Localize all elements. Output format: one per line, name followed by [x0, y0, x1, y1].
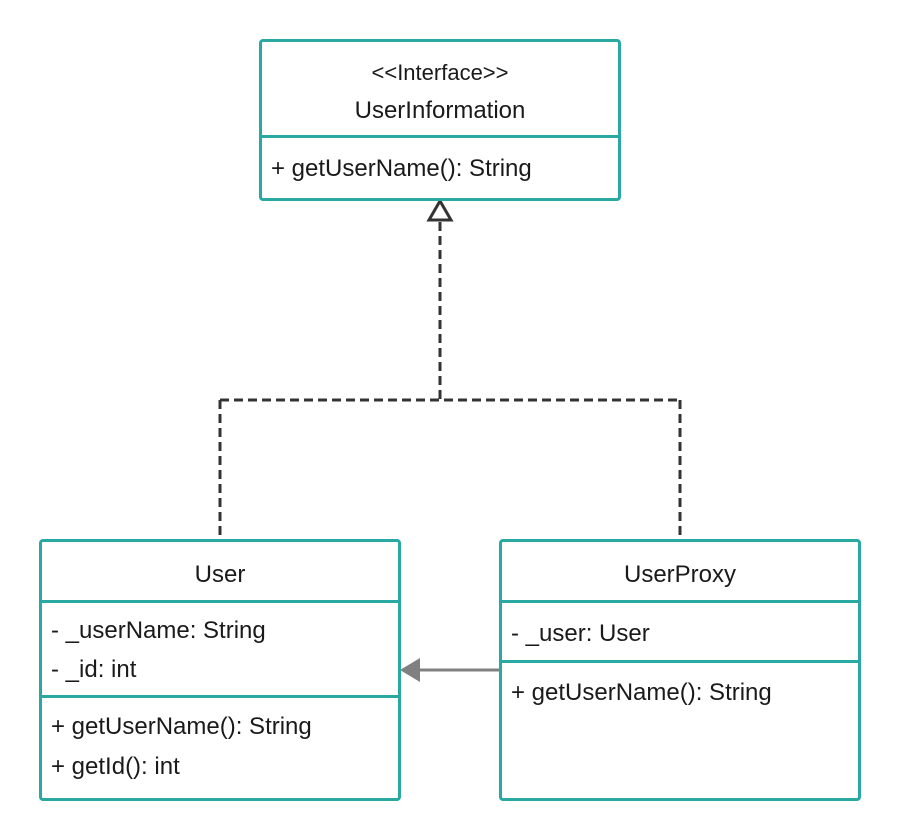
user-method: + getId(): int	[51, 753, 180, 780]
userproxy-class-box[interactable]: UserProxy - _user: User + getUserName():…	[499, 539, 861, 801]
userproxy-attributes-divider	[502, 660, 858, 663]
association-arrowhead	[400, 658, 420, 682]
interface-name: UserInformation	[354, 97, 526, 124]
userproxy-method: + getUserName(): String	[511, 679, 772, 706]
user-attributes-divider	[42, 695, 398, 698]
userproxy-name-divider	[502, 600, 858, 603]
user-name-divider	[42, 600, 398, 603]
interface-stereotype: <<Interface>>	[371, 60, 509, 85]
interface-class-box[interactable]: <<Interface>> UserInformation + getUserN…	[259, 39, 621, 201]
interface-method: + getUserName(): String	[271, 155, 532, 182]
interface-divider	[262, 135, 618, 138]
realization-arrowhead	[426, 198, 454, 222]
user-attribute: - _userName: String	[51, 617, 266, 644]
user-method: + getUserName(): String	[51, 713, 312, 740]
user-class-name: User	[194, 561, 246, 588]
userproxy-attribute: - _user: User	[511, 620, 650, 647]
user-class-box[interactable]: User - _userName: String - _id: int + ge…	[39, 539, 401, 801]
userproxy-class-name: UserProxy	[623, 561, 737, 588]
realization-connector	[218, 222, 682, 541]
user-attribute: - _id: int	[51, 656, 137, 683]
